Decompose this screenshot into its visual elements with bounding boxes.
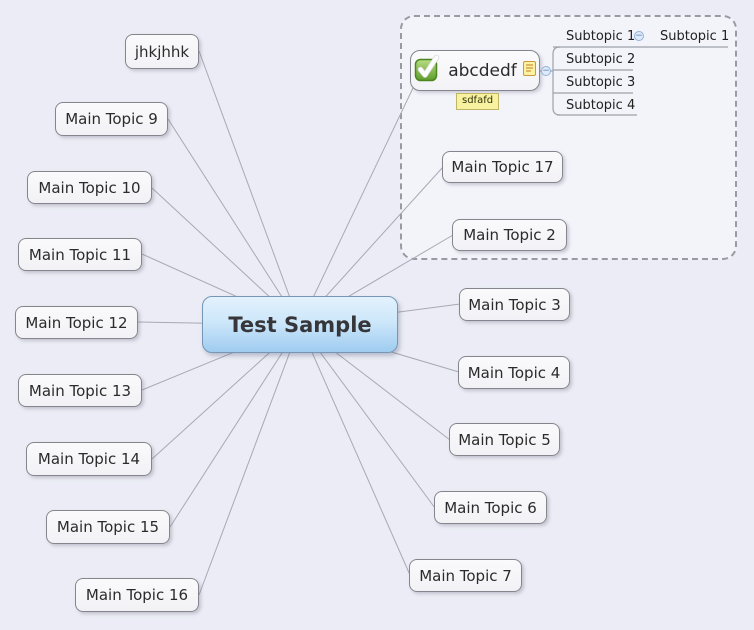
topic-label: Main Topic 17 xyxy=(451,158,554,176)
topic-main-topic-4[interactable]: Main Topic 4 xyxy=(458,356,570,389)
topic-main-topic-7[interactable]: Main Topic 7 xyxy=(409,559,522,592)
topic-label: Main Topic 15 xyxy=(56,518,160,536)
topic-label: Main Topic 12 xyxy=(25,313,128,332)
topic-text-label[interactable]: sdfafd xyxy=(456,93,500,110)
topic-main-topic-17[interactable]: Main Topic 17 xyxy=(442,151,563,183)
topic-label: Main Topic 16 xyxy=(85,586,189,604)
topic-abcdedf[interactable]: abcdedf xyxy=(410,50,540,91)
topic-label: Main Topic 2 xyxy=(463,226,556,244)
sub-subtopic-1[interactable]: Subtopic 1 xyxy=(660,29,730,44)
note-icon[interactable] xyxy=(522,60,536,81)
topic-label: Main Topic 7 xyxy=(419,566,512,585)
topic-main-topic-9[interactable]: Main Topic 9 xyxy=(55,102,168,136)
topic-main-topic-11[interactable]: Main Topic 11 xyxy=(18,238,142,271)
subtopic-1[interactable]: Subtopic 1 xyxy=(566,29,636,44)
topic-main-topic-15[interactable]: Main Topic 15 xyxy=(46,510,170,544)
topic-label: Main Topic 5 xyxy=(458,430,551,449)
subtopic-4[interactable]: Subtopic 4 xyxy=(566,98,636,113)
topic-main-topic-13[interactable]: Main Topic 13 xyxy=(18,374,142,407)
collapse-handle-subtopic-1[interactable]: − xyxy=(634,31,644,41)
central-topic-label: Test Sample xyxy=(228,312,372,337)
central-topic[interactable]: Test Sample xyxy=(202,296,398,353)
topic-label: Main Topic 4 xyxy=(467,363,561,382)
subtopic-3[interactable]: Subtopic 3 xyxy=(566,75,636,90)
topic-main-topic-6[interactable]: Main Topic 6 xyxy=(434,491,547,524)
topic-label: Main Topic 13 xyxy=(28,381,132,400)
subtopic-2[interactable]: Subtopic 2 xyxy=(566,52,636,67)
floating-topic-jhkjhhk[interactable]: jhkjhhk xyxy=(125,34,199,69)
topic-label: jhkjhhk xyxy=(134,42,190,61)
collapse-handle-abcdedf[interactable]: − xyxy=(541,66,551,76)
topic-label: Main Topic 14 xyxy=(37,450,141,468)
topic-label: Main Topic 11 xyxy=(28,245,132,264)
topic-main-topic-3[interactable]: Main Topic 3 xyxy=(459,288,570,321)
topic-main-topic-14[interactable]: Main Topic 14 xyxy=(26,442,152,476)
topic-label: Main Topic 10 xyxy=(38,178,141,197)
topic-main-topic-2[interactable]: Main Topic 2 xyxy=(452,219,567,251)
topic-abcdedf-label: abcdedf xyxy=(448,60,517,81)
task-done-check-icon[interactable] xyxy=(414,54,442,87)
topic-label: Main Topic 3 xyxy=(468,295,561,314)
topic-label: Main Topic 9 xyxy=(65,110,158,128)
topic-main-topic-12[interactable]: Main Topic 12 xyxy=(15,306,138,339)
topic-main-topic-5[interactable]: Main Topic 5 xyxy=(449,423,560,456)
topic-main-topic-16[interactable]: Main Topic 16 xyxy=(75,578,199,612)
topic-main-topic-10[interactable]: Main Topic 10 xyxy=(27,171,152,204)
topic-label: Main Topic 6 xyxy=(444,498,537,517)
